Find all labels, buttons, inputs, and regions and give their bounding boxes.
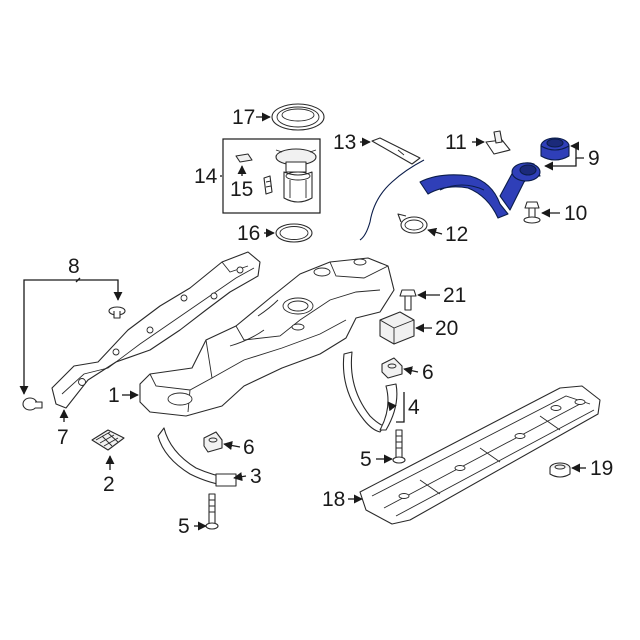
callout-6-lower: 6 [243,436,255,459]
callout-17: 17 [232,106,255,129]
part-11-grommet [485,130,511,155]
part-14-fuel-pump-module [222,138,321,214]
callout-18: 18 [322,488,345,511]
callout-10: 10 [564,202,587,225]
callout-7: 7 [57,426,69,449]
part-9-fuel-cap [540,137,570,161]
part-8-push-pin-lower [22,397,43,411]
callout-11: 11 [445,131,467,154]
part-17-lock-ring [271,103,325,131]
callout-9: 9 [588,147,600,170]
callout-leader-lines [19,112,586,531]
part-20-module [379,311,415,345]
callout-3: 3 [250,465,262,488]
callout-1: 1 [108,384,120,407]
callout-15: 15 [230,178,253,201]
part-13-fuel-line [359,137,425,241]
part-5-bolt-upper [392,429,406,464]
callout-14: 14 [194,165,218,188]
callout-labels: 17 14 15 16 13 11 9 10 12 8 21 20 6 1 4 … [57,106,613,538]
part-19-nut [549,462,571,478]
callout-5-upper: 5 [360,448,372,471]
callout-4: 4 [408,396,420,419]
part-2-pad [91,429,125,451]
callout-2: 2 [103,473,115,496]
part-6-nut-lower [203,431,223,453]
part-21-bolt [399,289,417,311]
callout-16: 16 [237,222,260,245]
callout-13: 13 [333,131,356,154]
callout-12: 12 [445,223,468,246]
callout-21: 21 [443,284,466,307]
callout-20: 20 [435,317,458,340]
callout-8: 8 [68,255,80,278]
callout-6-upper: 6 [422,361,434,384]
part-15-sensor-clip [235,153,273,195]
callout-19: 19 [590,457,613,480]
callout-5-lower: 5 [178,515,190,538]
part-9-filler-pipe [419,162,541,219]
part-10-bolt [523,201,541,224]
part-8-push-pin-upper [108,306,126,319]
part-6-nut-upper [381,357,403,379]
part-1-fuel-tank [139,257,395,417]
part-16-o-ring [275,223,313,243]
part-18-skid-plate [359,385,601,525]
part-3-tank-strap [157,427,237,487]
part-12-clamp [397,213,428,234]
part-7-shield [51,251,261,409]
part-5-bolt-lower [205,493,219,530]
